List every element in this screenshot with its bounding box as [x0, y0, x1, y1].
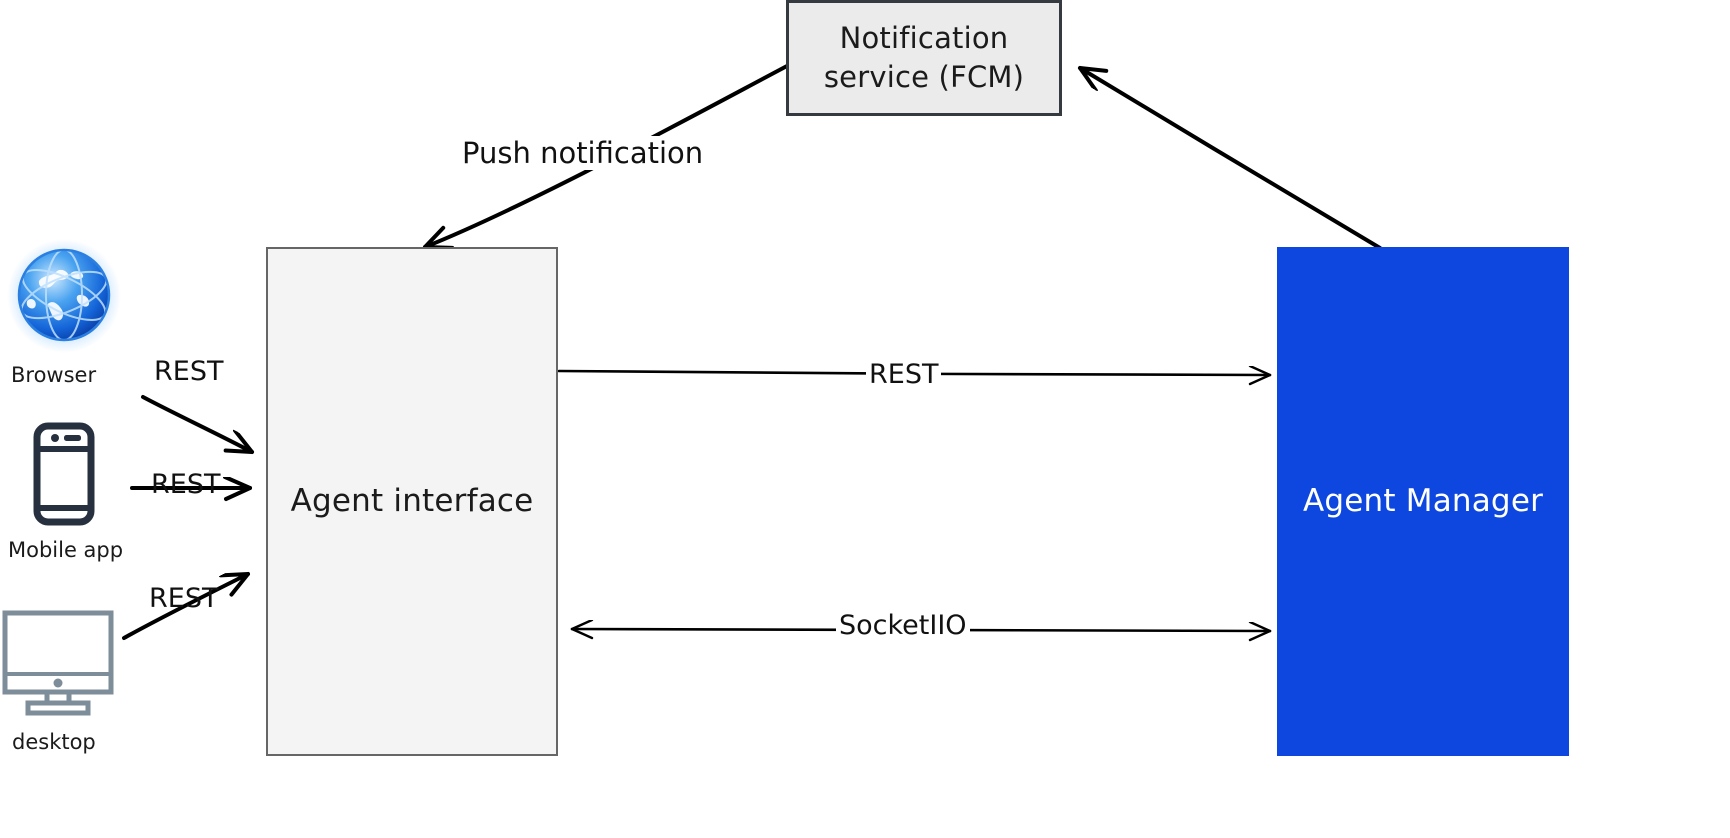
desktop-icon [2, 610, 114, 716]
client-caption-mobile: Mobile app [8, 538, 124, 562]
globe-icon [5, 237, 123, 355]
node-agent-manager-label: Agent Manager [1302, 482, 1544, 519]
edge-manager-to-fcm [1078, 66, 1382, 250]
edge-label-browser-rest: REST [151, 356, 227, 387]
client-caption-desktop: desktop [12, 730, 96, 754]
node-agent-interface[interactable]: Agent interface [266, 247, 558, 756]
mobile-icon [33, 422, 95, 526]
node-notification-service-label: Notification service (FCM) [823, 20, 1025, 94]
edge-label-manager-socketio: SocketIIO [836, 610, 970, 641]
node-notification-service[interactable]: Notification service (FCM) [786, 0, 1062, 116]
edge-desktop-rest [122, 572, 250, 640]
edge-label-desktop-rest: REST [149, 583, 219, 614]
edge-label-push-notification: Push notification [459, 136, 707, 170]
client-caption-browser: Browser [11, 363, 97, 387]
edge-label-manager-rest: REST [866, 359, 942, 390]
edge-label-mobile-rest: REST [151, 469, 221, 500]
edge-browser-rest [141, 395, 254, 454]
node-agent-manager[interactable]: Agent Manager [1277, 247, 1569, 756]
node-agent-interface-label: Agent interface [290, 482, 534, 519]
